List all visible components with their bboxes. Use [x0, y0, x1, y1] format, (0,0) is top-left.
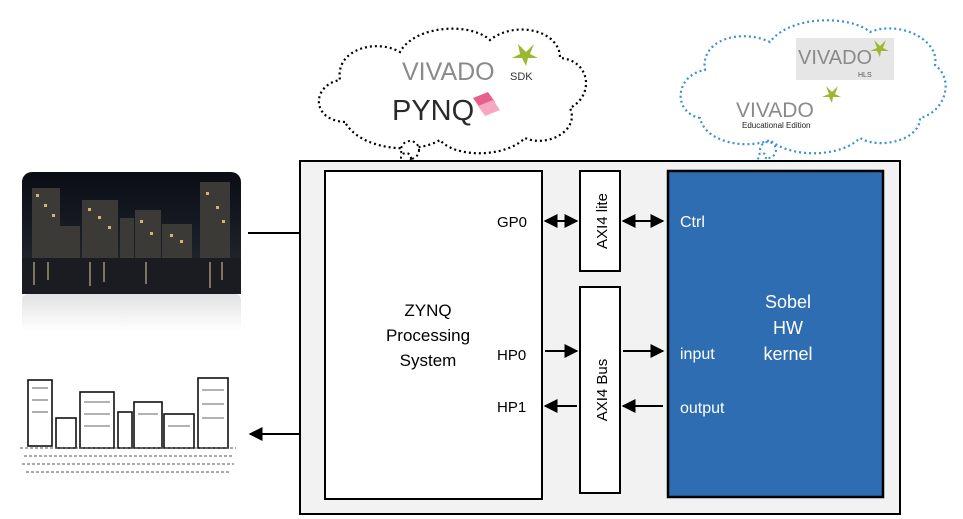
svg-text:System: System — [400, 351, 457, 370]
svg-text:Sobel: Sobel — [765, 292, 811, 312]
output-image-city-edges — [18, 374, 238, 486]
svg-text:VIVADO: VIVADO — [798, 47, 872, 69]
vivado-educational-logo: VIVADO Educational Edition — [736, 86, 841, 130]
input-port-label: input — [680, 346, 715, 363]
ctrl-port-label: Ctrl — [680, 214, 705, 231]
output-port-label: output — [680, 400, 725, 417]
svg-text:HLS: HLS — [858, 72, 872, 79]
svg-text:Educational Edition: Educational Edition — [742, 121, 811, 130]
input-image-city-night — [22, 172, 241, 332]
svg-text:kernel: kernel — [763, 344, 812, 364]
hardware-tools-cloud: VIVADO HLS VIVADO Educational Edition — [679, 19, 947, 162]
vivado-hls-logo: VIVADO HLS — [796, 38, 894, 80]
svg-text:Processing: Processing — [386, 326, 470, 345]
svg-text:AXI4 Bus: AXI4 Bus — [594, 359, 611, 422]
vivado-leaf-icon — [822, 86, 841, 103]
vivado-leaf-icon — [512, 44, 538, 66]
svg-text:ZYNQ: ZYNQ — [404, 301, 451, 320]
port-hp0-label: HP0 — [497, 347, 526, 364]
pynq-logo: PYNQ — [392, 92, 500, 127]
vivado-sdk-logo: VIVADO SDK — [402, 44, 538, 86]
svg-text:VIVADO: VIVADO — [736, 99, 814, 122]
svg-text:HW: HW — [773, 318, 803, 338]
software-tools-cloud: VIVADO SDK PYNQ — [317, 27, 588, 164]
processing-system-block: ZYNQ Processing System GP0 HP0 HP1 — [324, 170, 543, 500]
sobel-kernel-block: Sobel HW kernel Ctrl input output — [666, 169, 885, 499]
svg-text:SDK: SDK — [510, 71, 533, 83]
vivado-leaf-icon — [870, 40, 889, 57]
svg-text:PYNQ: PYNQ — [392, 95, 474, 127]
svg-text:VIVADO: VIVADO — [402, 58, 495, 86]
port-hp1-label: HP1 — [497, 399, 526, 416]
pynq-diamond-icon — [473, 92, 500, 116]
port-gp0-label: GP0 — [497, 214, 527, 231]
axi4-lite-bus: AXI4 lite — [579, 170, 621, 272]
axi4-bus: AXI4 Bus — [579, 286, 621, 494]
svg-text:AXI4 lite: AXI4 lite — [594, 193, 611, 249]
